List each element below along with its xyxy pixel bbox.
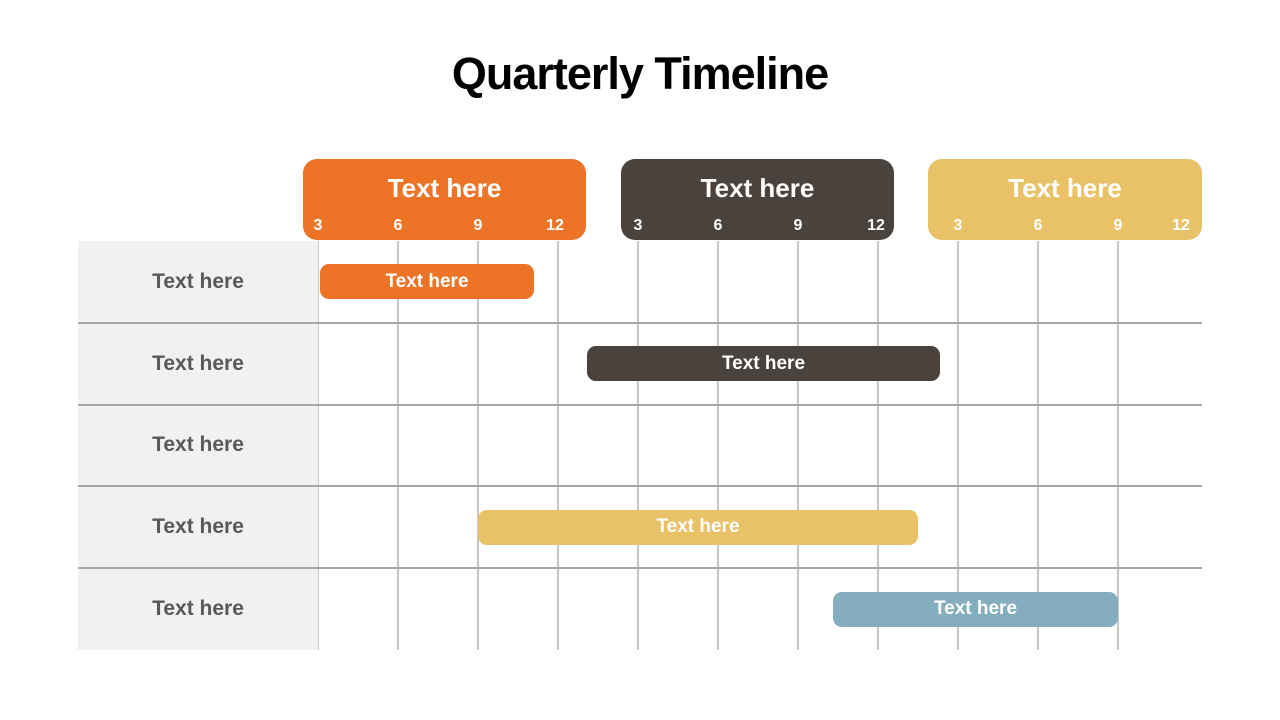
axis-tick-label: 6: [1033, 217, 1043, 234]
row-label: Text here: [152, 351, 244, 375]
grid-line-vertical: [397, 241, 399, 650]
grid-line-vertical: [557, 241, 559, 650]
row-label: Text here: [152, 515, 244, 539]
quarter-header: Text here 3 6 9 12: [928, 159, 1202, 240]
page-title: Quarterly Timeline: [451, 48, 829, 99]
row-separator: [78, 403, 1202, 406]
grid-line-vertical: [317, 241, 319, 650]
row-label-column-background: [78, 241, 318, 650]
axis-tick-label: 3: [313, 217, 323, 234]
quarter-header-label: Text here: [1008, 173, 1122, 203]
row-label: Text here: [152, 269, 244, 293]
axis-tick-label: 6: [713, 217, 723, 234]
gantt-bar: Text here: [833, 591, 1118, 627]
quarter-header-label: Text here: [387, 173, 502, 203]
grid-line-vertical: [957, 241, 959, 650]
gantt-bar-label: Text here: [656, 516, 740, 538]
grid-line-vertical: [637, 241, 639, 650]
gantt-bar-label: Text here: [385, 270, 469, 292]
quarter-header: Text here 3 6 9 12: [621, 159, 894, 240]
row-separator: [78, 567, 1202, 570]
axis-tick-label: 3: [953, 217, 963, 234]
gantt-bar-label: Text here: [721, 352, 806, 374]
quarter-header-label: Text here: [700, 173, 815, 203]
grid-line-vertical: [717, 241, 719, 650]
row-label: Text here: [152, 597, 244, 621]
gantt-bar-label: Text here: [933, 598, 1018, 620]
gantt-bar: Text here: [478, 509, 918, 545]
axis-tick-label: 9: [793, 217, 803, 234]
axis-tick-label: 12: [1172, 217, 1190, 234]
gantt-bar: Text here: [320, 264, 534, 300]
axis-tick-label: 12: [546, 217, 564, 234]
grid-line-vertical: [477, 241, 479, 650]
axis-tick-label: 12: [867, 217, 885, 234]
grid-line-vertical: [877, 241, 879, 650]
quarter-header: Text here 3 6 9 12: [303, 159, 586, 240]
axis-tick-label: 9: [473, 217, 483, 234]
grid-line-vertical: [1037, 241, 1039, 650]
axis-tick-label: 9: [1113, 217, 1123, 234]
row-label: Text here: [152, 433, 244, 457]
grid-line-vertical: [1117, 241, 1119, 650]
axis-tick-label: 6: [393, 217, 403, 234]
grid-line-vertical: [797, 241, 799, 650]
row-separator: [78, 485, 1202, 488]
axis-tick-label: 3: [633, 217, 643, 234]
gantt-bar: Text here: [587, 346, 940, 382]
row-separator: [78, 321, 1202, 324]
